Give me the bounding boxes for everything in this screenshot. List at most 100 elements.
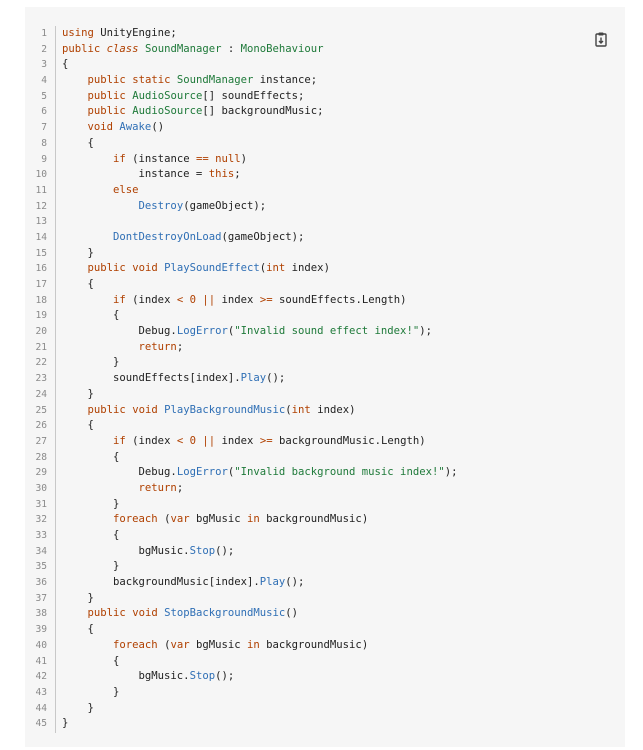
code-text: } — [62, 685, 120, 698]
code-line: 4 public static SoundManager instance; — [25, 73, 625, 89]
code-text: } — [62, 701, 94, 714]
copy-code-button[interactable] — [593, 31, 609, 47]
code-text: { — [62, 136, 94, 149]
code-text: else — [113, 183, 139, 196]
line-number: 24 — [35, 388, 47, 400]
line-number: 3 — [41, 59, 47, 71]
code-line: 9 if (instance == null) — [25, 152, 625, 168]
code-line: 37 } — [25, 591, 625, 607]
code-text: } — [62, 356, 120, 369]
code-text: Debug.LogError("Invalid sound effect ind… — [62, 325, 432, 338]
code-text: foreach (var bgMusic in backgroundMusic) — [113, 638, 369, 651]
code-line: 24 } — [25, 387, 625, 403]
code-line: 3{ — [25, 57, 625, 73]
code-text: } — [62, 717, 69, 730]
code-text: public void PlayBackgroundMusic(int inde… — [87, 403, 356, 416]
line-number: 22 — [35, 357, 47, 369]
code-line: 5 public AudioSource[] soundEffects; — [25, 89, 625, 105]
line-number: 20 — [35, 326, 47, 338]
code-line: 22 } — [25, 355, 625, 371]
code-text: } — [62, 387, 94, 400]
code-line: 26 { — [25, 418, 625, 434]
code-line: 17 { — [25, 277, 625, 293]
line-number: 15 — [35, 247, 47, 259]
code-line: 44 } — [25, 701, 625, 717]
line-number: 34 — [35, 545, 47, 557]
line-number: 39 — [35, 624, 47, 636]
code-line: 12 Destroy(gameObject); — [25, 199, 625, 215]
code-line: 29 Debug.LogError("Invalid background mu… — [25, 465, 625, 481]
code-line: 40 foreach (var bgMusic in backgroundMus… — [25, 638, 625, 654]
code-text: public static SoundManager instance; — [87, 74, 318, 87]
code-text: return; — [138, 481, 184, 494]
code-line: 25 public void PlayBackgroundMusic(int i… — [25, 403, 625, 419]
code-line: 42 bgMusic.Stop(); — [25, 669, 625, 685]
code-line: 31 } — [25, 497, 625, 513]
line-number: 32 — [35, 514, 47, 526]
code-line: 34 bgMusic.Stop(); — [25, 544, 625, 560]
code-line: 30 return; — [25, 481, 625, 497]
code-text: return; — [138, 340, 184, 353]
code-line: 21 return; — [25, 340, 625, 356]
line-number: 31 — [35, 498, 47, 510]
code-text: if (index < 0 || index >= soundEffects.L… — [113, 293, 407, 306]
code-line: 20 Debug.LogError("Invalid sound effect … — [25, 324, 625, 340]
code-line: 6 public AudioSource[] backgroundMusic; — [25, 104, 625, 120]
code-line: 27 if (index < 0 || index >= backgroundM… — [25, 434, 625, 450]
code-line: 16 public void PlaySoundEffect(int index… — [25, 261, 625, 277]
line-number: 2 — [41, 43, 47, 55]
line-number: 5 — [41, 90, 47, 102]
line-number: 37 — [35, 592, 47, 604]
code-line: 38 public void StopBackgroundMusic() — [25, 606, 625, 622]
line-number: 17 — [35, 279, 47, 290]
line-number: 29 — [35, 467, 47, 479]
code-text: instance = this; — [62, 168, 241, 181]
line-number: 11 — [35, 184, 47, 196]
code-text: void Awake() — [87, 121, 165, 134]
code-text: if (index < 0 || index >= backgroundMusi… — [113, 434, 426, 447]
code-text: soundEffects[index].Play(); — [62, 372, 286, 385]
line-number: 25 — [35, 404, 47, 416]
code-line: 28 { — [25, 450, 625, 466]
code-line: 8 { — [25, 136, 625, 152]
code-text: { — [62, 623, 94, 636]
line-number: 42 — [35, 671, 47, 683]
line-number: 45 — [35, 718, 47, 730]
code-line: 13 — [25, 214, 625, 230]
line-number: 27 — [35, 435, 47, 447]
line-number: 28 — [35, 451, 47, 463]
code-text: if (instance == null) — [113, 152, 248, 165]
line-number: 4 — [41, 75, 47, 87]
code-text: Debug.LogError("Invalid background music… — [62, 466, 458, 479]
line-number: 19 — [35, 310, 47, 322]
line-number: 26 — [35, 420, 47, 432]
code-text: } — [62, 497, 120, 510]
line-number: 7 — [41, 122, 47, 134]
code-text: } — [62, 560, 120, 573]
code-text: } — [62, 246, 94, 259]
line-number: 43 — [35, 686, 47, 698]
code-text: } — [62, 591, 94, 604]
line-number: 33 — [35, 530, 47, 541]
code-text: bgMusic.Stop(); — [62, 544, 235, 557]
line-number: 40 — [35, 639, 47, 651]
code-line: 33 { — [25, 528, 625, 544]
code-line: 43 } — [25, 685, 625, 701]
code-text: public AudioSource[] backgroundMusic; — [87, 105, 324, 118]
code-text: public AudioSource[] soundEffects; — [87, 89, 305, 102]
code-line: 10 instance = this; — [25, 167, 625, 183]
code-line: 15 } — [25, 246, 625, 262]
code-text: bgMusic.Stop(); — [62, 670, 235, 683]
code-text: { — [62, 529, 120, 541]
code-line: 7 void Awake() — [25, 120, 625, 136]
code-text: { — [62, 419, 94, 432]
line-number: 6 — [41, 106, 47, 118]
line-number: 16 — [35, 263, 47, 275]
code-text: { — [62, 58, 69, 71]
line-number: 35 — [35, 561, 47, 573]
line-number: 1 — [41, 28, 47, 39]
code-text: { — [62, 654, 120, 667]
code-text: backgroundMusic[index].Play(); — [62, 576, 305, 589]
